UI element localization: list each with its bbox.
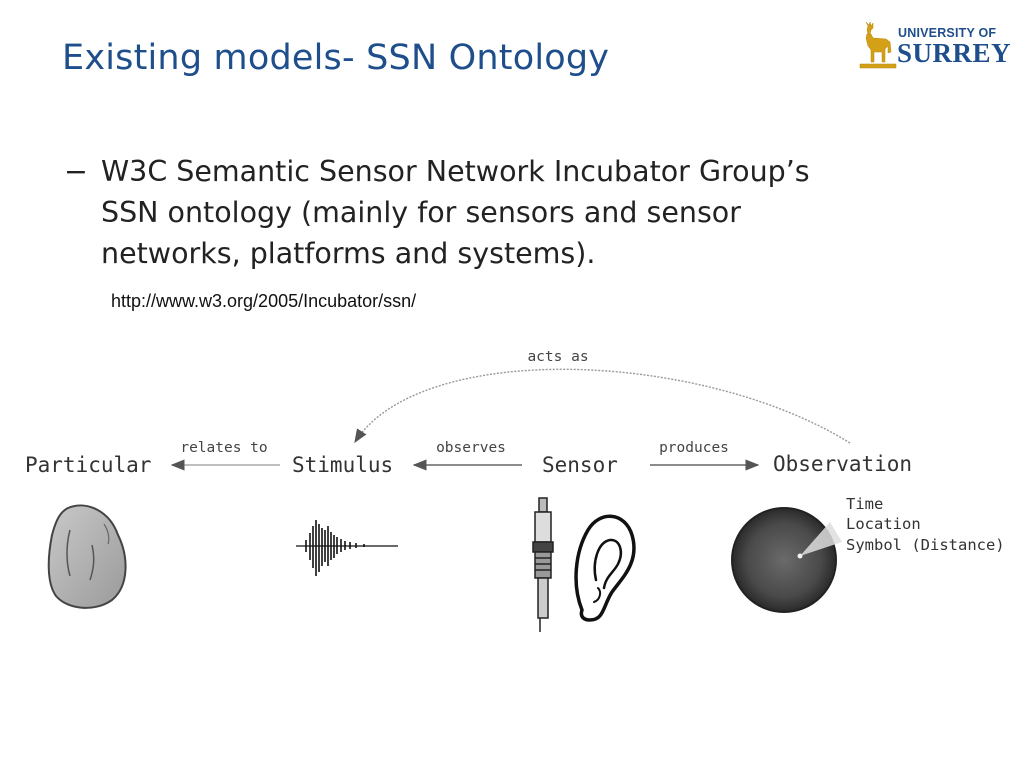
bullet-line: W3C Semantic Sensor Network Incubator Gr… xyxy=(101,155,810,188)
node-stimulus: Stimulus xyxy=(292,453,393,477)
stag-icon xyxy=(859,22,897,69)
observation-property-time: Time xyxy=(846,495,883,513)
slide-title: Existing models- SSN Ontology xyxy=(62,38,610,78)
ear-icon xyxy=(574,514,636,622)
observation-property-location: Location xyxy=(846,515,921,533)
node-observation: Observation xyxy=(773,452,912,476)
logo-university-text: UNIVERSITY OF xyxy=(898,26,997,40)
bullet-line: networks, platforms and systems). xyxy=(101,237,596,270)
acts-as-arrow xyxy=(354,368,851,444)
bullet-line: SSN ontology (mainly for sensors and sen… xyxy=(101,196,741,229)
bullet-dash: − xyxy=(64,155,88,188)
ssn-diagram: acts as Particular Stimulus Sensor Obser… xyxy=(25,349,1005,632)
university-logo: UNIVERSITY OF SURREY xyxy=(858,22,1012,74)
reference-link[interactable]: http://www.w3.org/2005/Incubator/ssn/ xyxy=(111,291,417,311)
bullet-text: W3C Semantic Sensor Network Incubator Gr… xyxy=(101,151,1001,274)
edge-label-relates-to: relates to xyxy=(180,440,267,456)
waveform-icon xyxy=(296,520,398,576)
edge-label-observes: observes xyxy=(436,440,506,456)
observation-property-symbol: Symbol (Distance) xyxy=(846,536,1005,554)
node-particular: Particular xyxy=(25,453,151,477)
edge-label-produces: produces xyxy=(659,440,729,456)
logo-surrey-text: SURREY xyxy=(897,38,1012,68)
edge-label-acts-as: acts as xyxy=(527,349,588,365)
radar-icon xyxy=(731,507,842,613)
rock-icon xyxy=(47,504,127,609)
spark-plug-icon xyxy=(532,497,554,632)
node-sensor: Sensor xyxy=(542,453,618,477)
